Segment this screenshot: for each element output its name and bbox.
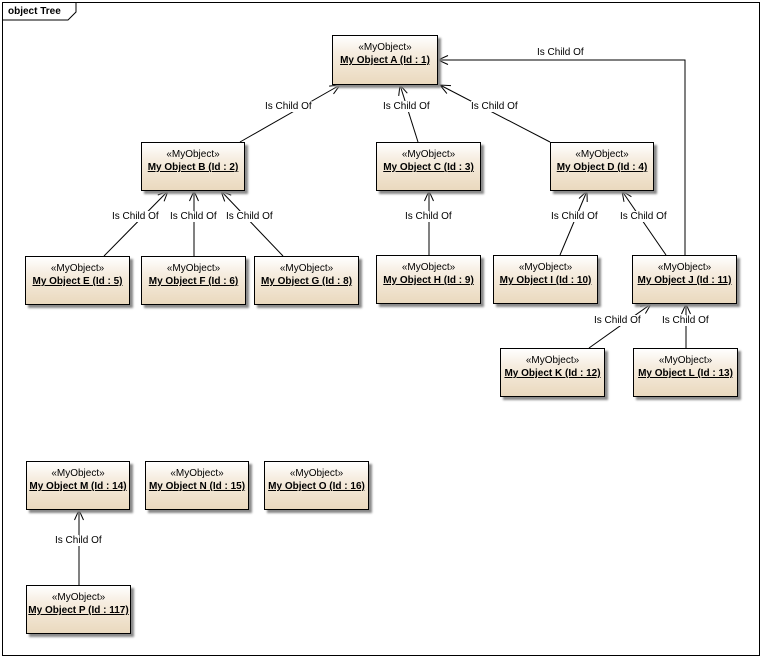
node-stereotype: «MyObject»: [518, 262, 573, 273]
object-node-p[interactable]: «MyObject» My Object P (Id : 117): [26, 585, 131, 634]
node-name: My Object M (Id : 14): [29, 481, 127, 492]
node-name: My Object D (Id : 4): [556, 162, 648, 173]
node-name: My Object O (Id : 16): [268, 481, 365, 492]
object-node-e[interactable]: «MyObject» My Object E (Id : 5): [25, 256, 130, 305]
edge-d-a[interactable]: [439, 84, 551, 143]
node-name: My Object C (Id : 3): [383, 162, 474, 173]
node-stereotype: «MyObject»: [401, 262, 456, 273]
edge-j-a-arrowhead: [436, 55, 449, 65]
node-stereotype: «MyObject»: [50, 263, 105, 274]
node-stereotype: «MyObject»: [51, 468, 105, 479]
object-node-g[interactable]: «MyObject» My Object G (Id : 8): [254, 256, 359, 305]
edge-i-d[interactable]: [559, 190, 588, 256]
diagram-title: object Tree: [8, 6, 61, 17]
edge-label-i-d: Is Child Of: [551, 211, 598, 222]
edge-p-m-arrowhead: [74, 508, 84, 521]
edge-label-f-b: Is Child Of: [170, 211, 217, 222]
edge-c-a[interactable]: [399, 84, 419, 143]
object-node-m[interactable]: «MyObject» My Object M (Id : 14): [26, 461, 130, 510]
node-name: My Object F (Id : 6): [148, 276, 239, 287]
edge-label-c-a: Is Child Of: [383, 101, 430, 112]
node-stereotype: «MyObject»: [166, 149, 220, 160]
node-name: My Object I (Id : 10): [499, 275, 592, 286]
node-name: My Object B (Id : 2): [147, 162, 239, 173]
edge-g-b-arrowhead: [220, 190, 232, 202]
node-name: My Object A (Id : 1): [340, 55, 430, 66]
object-node-l[interactable]: «MyObject» My Object L (Id : 13): [633, 348, 738, 397]
edge-label-l-j: Is Child Of: [662, 315, 709, 326]
object-node-a[interactable]: «MyObject» My Object A (Id : 1): [332, 35, 438, 85]
object-node-d[interactable]: «MyObject» My Object D (Id : 4): [550, 142, 654, 191]
object-node-n[interactable]: «MyObject» My Object N (Id : 15): [145, 461, 249, 510]
edge-h-c-arrowhead: [424, 189, 434, 202]
edge-k-j[interactable]: [588, 303, 652, 349]
node-name: My Object N (Id : 15): [148, 481, 246, 492]
edge-j-a[interactable]: [438, 59, 686, 255]
edge-j-d-arrowhead: [621, 189, 632, 202]
node-stereotype: «MyObject»: [166, 263, 221, 274]
node-name: My Object P (Id : 117): [28, 605, 129, 616]
node-stereotype: «MyObject»: [401, 149, 456, 160]
object-node-f[interactable]: «MyObject» My Object F (Id : 6): [141, 256, 246, 305]
node-name: My Object G (Id : 8): [260, 276, 353, 287]
node-stereotype: «MyObject»: [575, 149, 629, 160]
edge-label-b-a: Is Child Of: [265, 101, 312, 112]
object-node-j[interactable]: «MyObject» My Object J (Id : 11): [632, 255, 737, 304]
node-stereotype: «MyObject»: [51, 592, 106, 603]
node-stereotype: «MyObject»: [658, 355, 713, 366]
object-node-b[interactable]: «MyObject» My Object B (Id : 2): [141, 142, 245, 191]
object-node-c[interactable]: «MyObject» My Object C (Id : 3): [376, 142, 481, 191]
edge-j-d[interactable]: [621, 190, 667, 256]
frame-tab: object Tree: [2, 2, 76, 20]
object-node-k[interactable]: «MyObject» My Object K (Id : 12): [500, 348, 605, 397]
edge-f-b-arrowhead: [189, 189, 199, 202]
edge-label-h-c: Is Child Of: [405, 211, 452, 222]
edge-b-a-arrowhead: [329, 84, 342, 95]
node-name: My Object K (Id : 12): [504, 368, 601, 379]
edge-b-a[interactable]: [239, 84, 341, 143]
node-stereotype: «MyObject»: [358, 42, 412, 53]
node-name: My Object L (Id : 13): [638, 368, 733, 379]
edge-label-j-a: Is Child Of: [537, 47, 584, 58]
node-name: My Object J (Id : 11): [637, 275, 732, 286]
node-stereotype: «MyObject»: [279, 263, 334, 274]
object-node-h[interactable]: «MyObject» My Object H (Id : 9): [376, 255, 481, 304]
edge-label-g-b: Is Child Of: [226, 211, 273, 222]
node-name: My Object E (Id : 5): [32, 276, 123, 287]
edge-i-d-arrowhead: [578, 189, 588, 203]
edge-e-b[interactable]: [103, 190, 169, 257]
edge-d-a-arrowhead: [438, 84, 452, 94]
node-name: My Object H (Id : 9): [383, 275, 474, 286]
object-node-o[interactable]: «MyObject» My Object O (Id : 16): [264, 461, 369, 510]
edge-label-e-b: Is Child Of: [112, 211, 159, 222]
edge-l-j-arrowhead: [681, 302, 691, 315]
edge-g-b[interactable]: [220, 190, 284, 257]
edge-label-p-m: Is Child Of: [55, 535, 102, 546]
object-node-i[interactable]: «MyObject» My Object I (Id : 10): [493, 255, 598, 304]
edge-label-j-d: Is Child Of: [620, 211, 667, 222]
edge-c-a-arrowhead: [398, 83, 408, 96]
frame-tab-border: [2, 2, 77, 21]
edge-label-d-a: Is Child Of: [471, 101, 518, 112]
edge-k-j-arrowhead: [640, 303, 653, 314]
edge-label-k-j: Is Child Of: [594, 315, 641, 326]
node-stereotype: «MyObject»: [657, 262, 712, 273]
node-stereotype: «MyObject»: [525, 355, 580, 366]
node-stereotype: «MyObject»: [170, 468, 224, 479]
edge-e-b-arrowhead: [157, 190, 169, 202]
node-stereotype: «MyObject»: [289, 468, 344, 479]
